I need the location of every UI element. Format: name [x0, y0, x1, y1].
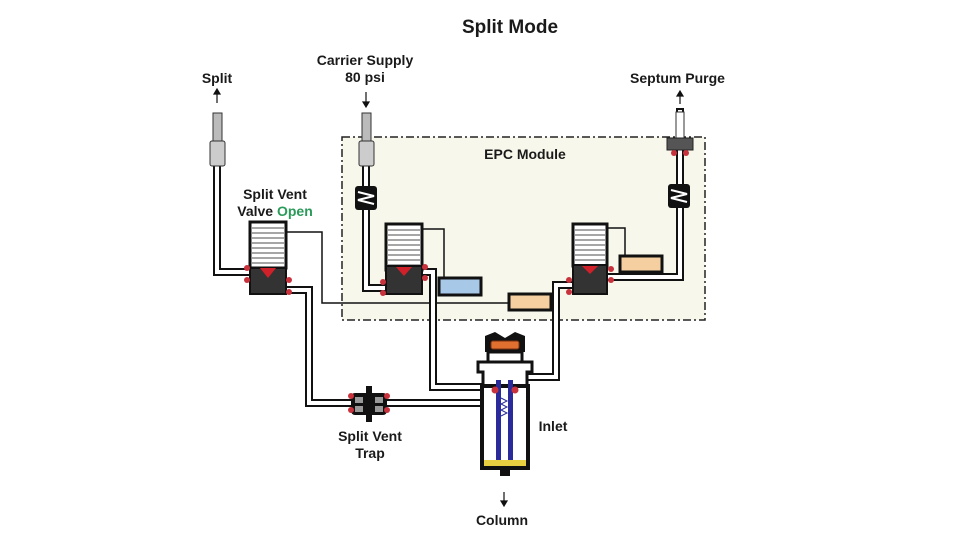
carrier-fitting	[358, 112, 375, 167]
carrier-valve	[380, 222, 428, 296]
split-vent-path	[278, 286, 490, 407]
label-column: Column	[475, 512, 529, 528]
carrier-to-inlet	[416, 268, 486, 391]
inlet	[476, 332, 534, 476]
label-split-vent-trap: Split Vent Trap	[320, 428, 420, 462]
diagram-title: Split Mode	[461, 17, 559, 38]
label-epc-module: EPC Module	[484, 146, 566, 162]
label-split-vent-valve: Split Vent Valve Open	[225, 186, 325, 220]
label-carrier-supply: Carrier Supply 80 psi	[300, 52, 430, 86]
label-carrier-supply-line2: 80 psi	[345, 69, 385, 85]
label-split-vent-trap-line1: Split Vent	[338, 428, 402, 444]
split-vent-valve	[244, 220, 292, 295]
label-septum-purge: Septum Purge	[630, 70, 725, 86]
valve-state-open: Open	[276, 203, 313, 219]
pressure-sensor-blue	[437, 276, 483, 297]
flow-sensor-peach-1	[507, 292, 553, 312]
split-fitting	[209, 112, 226, 167]
purge-to-inlet	[516, 281, 576, 381]
control-wire-2	[423, 228, 445, 284]
label-carrier-supply-line1: Carrier Supply	[316, 52, 414, 68]
flow-sensor-peach-2	[618, 254, 664, 274]
purge-restrictor	[668, 184, 690, 208]
septum-purge-fitting	[666, 111, 694, 156]
label-split: Split	[201, 70, 233, 86]
label-split-vent-valve-line1: Split Vent	[243, 186, 307, 202]
label-split-vent-valve-line2: Valve	[237, 203, 274, 219]
label-inlet: Inlet	[538, 418, 568, 434]
label-split-vent-trap-line2: Trap	[355, 445, 385, 461]
control-wire-3	[604, 227, 626, 257]
purge-valve	[566, 222, 614, 295]
control-wire-1	[285, 231, 510, 304]
septum-purge-line	[601, 108, 684, 281]
split-vent-trap	[348, 386, 390, 422]
carrier-restrictor	[355, 186, 377, 210]
split-line	[213, 161, 254, 276]
